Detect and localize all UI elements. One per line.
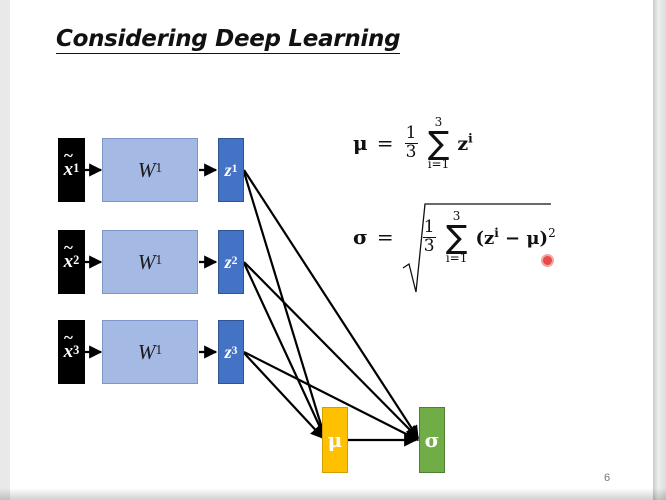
sigma-fraction-den: 3 bbox=[423, 235, 435, 256]
slide-page-number: 6 bbox=[604, 472, 611, 484]
input-x1: x1 bbox=[58, 138, 85, 202]
summation-icon: ∑ bbox=[427, 124, 450, 162]
output-z3-sup: 3 bbox=[231, 343, 238, 357]
sigma-formula: σ = 1 3 3 ∑ i=1 (zi − μ)2 bbox=[353, 203, 556, 293]
sigma-sum-upper: 3 bbox=[452, 209, 461, 223]
weight-sup: 1 bbox=[155, 341, 163, 357]
sigma-sum-lower: i=1 bbox=[445, 251, 468, 266]
weight-base: W bbox=[137, 339, 156, 364]
weight-base: W bbox=[137, 249, 156, 274]
output-z1-base: z bbox=[224, 159, 232, 180]
mu-sum-lower: i=1 bbox=[427, 157, 450, 172]
sigma-formula-eq: = bbox=[376, 225, 394, 250]
mu-fraction-num: 1 bbox=[405, 122, 417, 143]
input-x3-base: x bbox=[64, 328, 74, 363]
sigma-term-open: (z bbox=[475, 227, 495, 249]
input-x3-sup: 3 bbox=[73, 342, 80, 357]
input-x1-base: x bbox=[64, 146, 74, 181]
sqrt-icon bbox=[402, 203, 551, 293]
mu-sum-upper: 3 bbox=[434, 115, 443, 129]
input-x2-base: x bbox=[64, 238, 74, 273]
input-x3: x3 bbox=[58, 320, 85, 384]
sigma-fraction-num: 1 bbox=[423, 216, 435, 237]
output-z3-base: z bbox=[224, 341, 232, 362]
weight-sup: 1 bbox=[155, 251, 163, 267]
sigma-formula-lhs: σ bbox=[353, 225, 368, 250]
fraction-bar bbox=[422, 236, 436, 238]
sigma-term: (zi − μ)2 bbox=[475, 225, 556, 249]
std-sigma-box: σ bbox=[419, 407, 445, 473]
mu-formula-eq: = bbox=[376, 131, 394, 156]
mu-formula-lhs: μ bbox=[353, 131, 368, 156]
weight-base: W bbox=[137, 157, 156, 182]
sigma-term-rest: − μ) bbox=[498, 227, 549, 249]
input-x1-sup: 1 bbox=[73, 160, 80, 175]
sigma-fraction: 1 3 bbox=[422, 216, 436, 256]
mu-summation: 3 ∑ i=1 bbox=[428, 116, 450, 170]
output-z1-sup: 1 bbox=[231, 161, 238, 175]
laser-pointer-icon bbox=[541, 254, 554, 267]
mu-term-sup: i bbox=[468, 131, 473, 146]
mu-formula: μ = 1 3 3 ∑ i=1 zi bbox=[353, 116, 473, 170]
input-x2: x2 bbox=[58, 230, 85, 294]
output-z2-sup: 2 bbox=[231, 253, 238, 267]
mu-fraction-den: 3 bbox=[405, 141, 417, 162]
input-x2-sup: 2 bbox=[73, 252, 80, 267]
window-edge bbox=[653, 0, 666, 500]
fraction-bar bbox=[404, 142, 418, 144]
sigma-term-power: 2 bbox=[548, 225, 556, 240]
summation-icon: ∑ bbox=[445, 218, 468, 256]
slide-title: Considering Deep Learning bbox=[56, 26, 401, 54]
sigma-term-sup: i bbox=[494, 225, 499, 240]
sqrt-group: 1 3 3 ∑ i=1 (zi − μ)2 bbox=[402, 203, 556, 293]
weight-sup: 1 bbox=[155, 159, 163, 175]
mu-term-base: z bbox=[457, 132, 469, 155]
mean-mu-box: μ bbox=[322, 407, 348, 473]
mu-term: zi bbox=[457, 131, 473, 155]
output-z2-base: z bbox=[224, 251, 232, 272]
mu-fraction: 1 3 bbox=[404, 122, 418, 162]
sigma-summation: 3 ∑ i=1 bbox=[446, 210, 468, 264]
bottom-shadow bbox=[0, 488, 666, 500]
